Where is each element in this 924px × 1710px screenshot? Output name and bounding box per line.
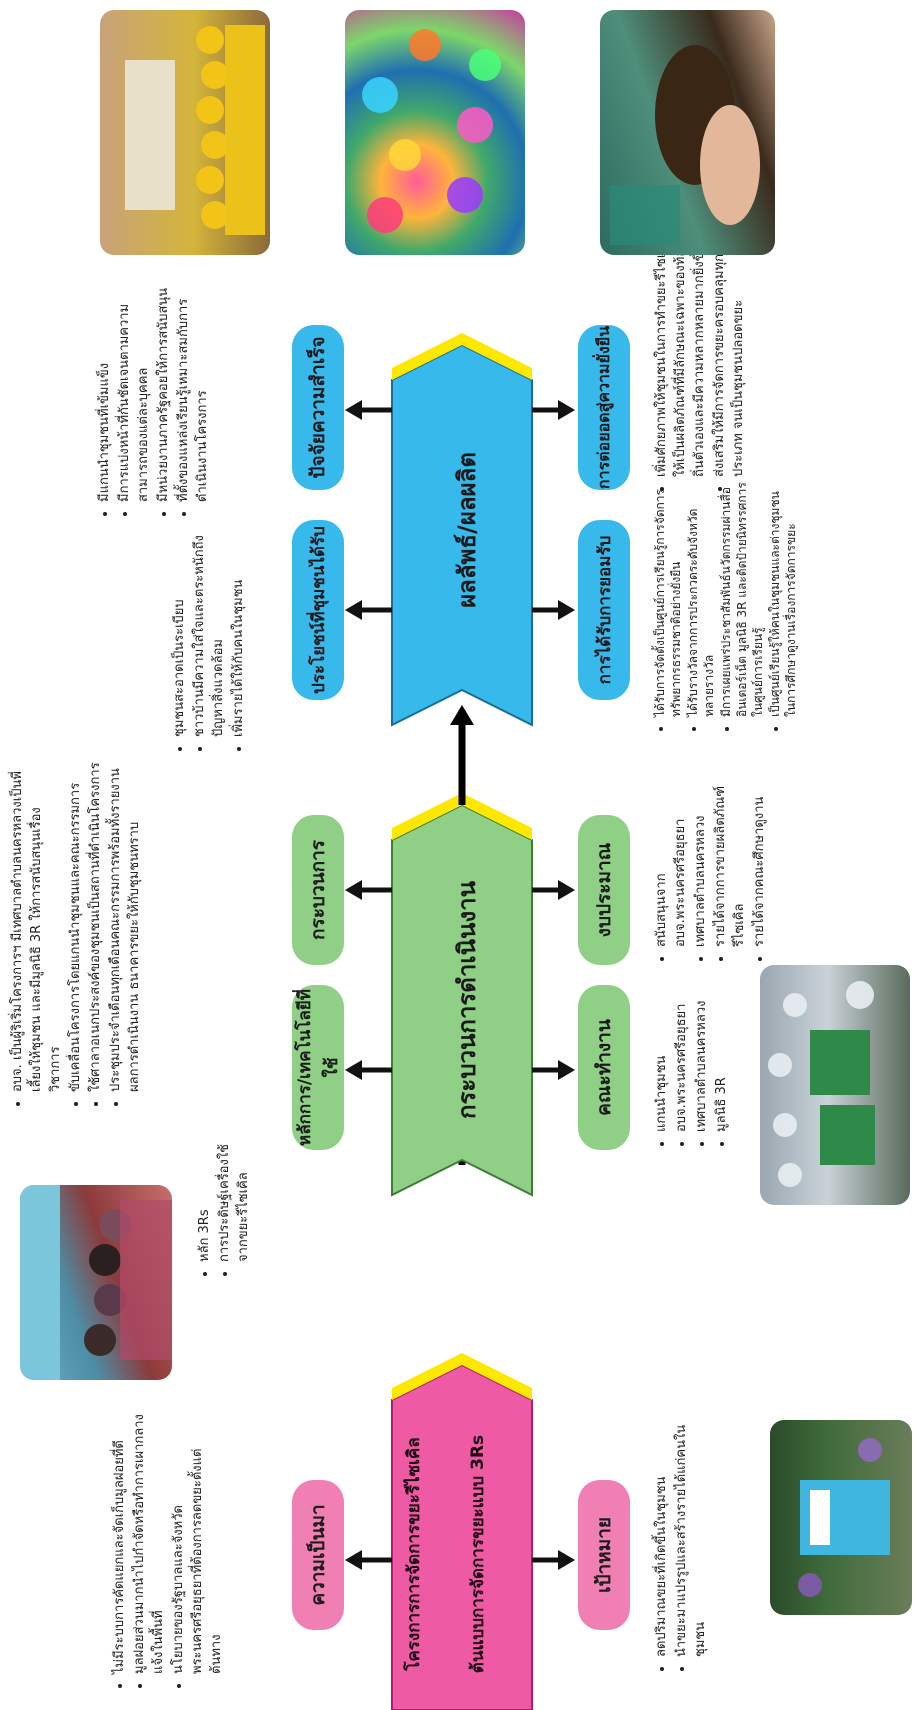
- list-item: เพิ่มรายได้ให้กับคนในชุมชน: [229, 517, 248, 737]
- list-item: สนับสนุนจาก อบจ.พระนครศรีอยุธยา: [652, 747, 690, 947]
- recycled-flowers-scene: [362, 29, 501, 233]
- list-item: มีการเผยแพร่ประชาสัมพันธ์นวัตกรรมผ่านสื่…: [718, 482, 766, 717]
- list-item: ขับเคลื่อนโครงการโดยแกนนำชุมชนและคณะกรรม…: [66, 762, 85, 1092]
- photo-collected-waste: [760, 965, 910, 1205]
- benefit-list: ชุมชนสะอาดเป็นระเบียบ ชาวบ้านมีความใส่ใจ…: [170, 517, 249, 755]
- list-item: มีแกนนำชุมชนที่เข้มแข็ง: [95, 262, 114, 502]
- list-item: มีหน่วยงานภาครัฐคอยให้การสนับสนุน: [154, 262, 173, 502]
- list-item: ชุมชนสะอาดเป็นระเบียบ: [170, 517, 189, 737]
- photo-recycling-bottles: [770, 1420, 912, 1615]
- list-item: มูลฝอยส่วนมากนำไปกำจัดหรือทำการเผากลางแจ…: [130, 1414, 168, 1674]
- goal-list: ลดปริมาณขยะที่เกิดขึ้นในชุมชน นำขยะมาแปร…: [652, 1407, 711, 1675]
- working-group-box: คณะทำงาน: [578, 985, 630, 1150]
- list-item: มีการแบ่งหน้าที่กันชัดเจนตามความสามารถขอ…: [115, 262, 153, 502]
- list-item: อบจ.พระนครศรีอยุธยา: [672, 952, 691, 1132]
- collected-waste-scene: [768, 981, 875, 1187]
- community-group-scene: [125, 25, 265, 235]
- list-item: เทศบาลตำบลนครหลวง: [692, 952, 711, 1133]
- list-item: ลดปริมาณขยะที่เกิดขึ้นในชุมชน: [652, 1407, 671, 1658]
- success-list: มีแกนนำชุมชนที่เข้มแข็ง มีการแบ่งหน้าที่…: [95, 262, 213, 520]
- budget-box: งบประมาณ: [578, 815, 630, 965]
- list-item: ใช้ศาลาอเนกประสงค์ของชุมชนเป็นสถานที่ดำเ…: [86, 762, 105, 1092]
- list-item: เทศบาลตำบลนครหลวง: [691, 747, 710, 948]
- banner-title-line1: โครงการการจัดการขยะรีไซเคิล: [404, 1437, 424, 1671]
- success-box: ปัจจัยความสำเร็จ: [292, 325, 344, 490]
- list-item: อบจ. เป็นผู้ริเริ่มโครงการฯ มีเทศบาลตำบล…: [8, 762, 65, 1092]
- working-group-list: แกนนำชุมชน อบจ.พระนครศรีอยุธยา เทศบาลตำบ…: [652, 952, 732, 1150]
- result-band-accent: [392, 333, 532, 380]
- process-band-label: กระบวนการดำเนินงาน: [453, 881, 481, 1120]
- problem-box: ความเป็นมา: [292, 1480, 344, 1630]
- list-item: หลัก 3Rs: [195, 1132, 214, 1262]
- sustain-list: เพิ่มศักยภาพให้ชุมชนในการทำขยะรีไซเคิลให…: [652, 237, 749, 495]
- compost-scene: [610, 45, 760, 245]
- list-item: การประดิษฐ์เครื่องใช้จากขยะรีไซเคิล: [215, 1132, 253, 1262]
- photo-compost: [600, 10, 775, 255]
- list-item: ได้รับรางวัลจากการประกวดระดับจังหวัดหลาย…: [685, 482, 717, 717]
- list-item: ไม่มีระบบการคัดแยกและจัดเก็บมูลฝอยที่ดี: [110, 1414, 129, 1674]
- result-band-label: ผลลัพธ์/ผลผลิต: [453, 452, 481, 608]
- list-item: รายได้จากคณะศึกษาดูงาน: [750, 747, 769, 947]
- banner-title-line2: ต้นแบบการจัดการขยะแบบ 3Rs: [468, 1434, 488, 1674]
- list-item: เป็นศูนย์เรียนรู้ให้คนในชุมชนและต่างชุมช…: [767, 482, 799, 717]
- photo-community-group: [100, 10, 270, 255]
- list-item: เพิ่มศักยภาพให้ชุมชนในการทำขยะรีไซเคิลให…: [652, 237, 709, 477]
- list-item: ได้รับการจัดตั้งเป็นศูนย์การเรียนรู้การจ…: [652, 482, 684, 717]
- list-item: มูลนิธิ 3R: [712, 952, 731, 1132]
- banner-chevron-accent: [392, 1353, 532, 1400]
- workshop-scene: [20, 1185, 172, 1380]
- banner-title: โครงการการจัดการขยะรีไซเคิล ต้นแบบการจัด…: [402, 1404, 490, 1704]
- goal-box: เป้าหมาย: [578, 1480, 630, 1630]
- process-list: อบจ. เป็นผู้ริเริ่มโครงการฯ มีเทศบาลตำบล…: [8, 762, 145, 1110]
- list-item: ส่งเสริมให้มีการจัดการขยะครอบคลุมทุกประเ…: [710, 237, 748, 477]
- list-item: แกนนำชุมชน: [652, 952, 671, 1132]
- problem-list: ไม่มีระบบการคัดแยกและจัดเก็บมูลฝอยที่ดี …: [110, 1414, 227, 1692]
- photo-recycled-flowers: [345, 10, 525, 255]
- list-item: ที่ตั้งของแหล่งเรียนรู้เหมาะสมกับการดำเน…: [174, 262, 212, 502]
- list-item: ชาวบ้านมีความใส่ใจและตระหนักถึงปัญหาสิ่ง…: [190, 517, 228, 737]
- process-box: กระบวนการ: [292, 815, 344, 965]
- recycling-bin-scene: [798, 1438, 890, 1597]
- list-item: รายได้จากการขายผลิตภัณฑ์รีไซเคิล: [711, 747, 749, 947]
- list-item: นโยบายของรัฐบาลและจังหวัดพระนครศรีอยุธยา…: [169, 1414, 226, 1674]
- list-item: นำขยะมาแปรรูปและสร้างรายได้แก่คนในชุมชน: [672, 1407, 710, 1657]
- principle-box: หลักการ/เทคโนโลยีที่ใช้: [292, 985, 344, 1150]
- principle-list: หลัก 3Rs การประดิษฐ์เครื่องใช้จากขยะรีไซ…: [195, 1132, 254, 1280]
- list-item: ประชุมประจำเดือนทุกเดือนคณะกรรมการพร้อมท…: [106, 762, 144, 1092]
- recognition-box: การได้รับการยอมรับ: [578, 520, 630, 700]
- benefit-box: ประโยชน์ที่ชุมชนได้รับ: [292, 520, 344, 700]
- photo-workshop: [20, 1185, 172, 1380]
- recognition-list: ได้รับการจัดตั้งเป็นศูนย์การเรียนรู้การจ…: [652, 482, 800, 735]
- sustain-box: การต่อยอดสู่ความยั่งยืน: [578, 325, 630, 490]
- budget-list: สนับสนุนจาก อบจ.พระนครศรีอยุธยา เทศบาลตำ…: [652, 747, 770, 965]
